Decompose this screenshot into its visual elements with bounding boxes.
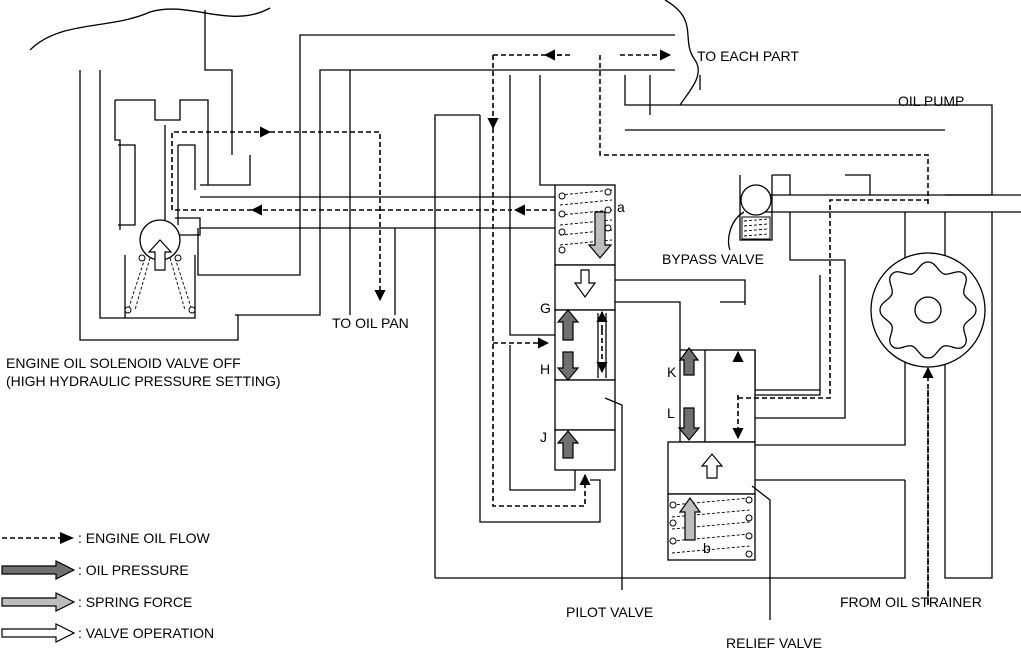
oil-pump [870,252,986,368]
legend-spring-force-text: : SPRING FORCE [78,594,192,610]
legend: : ENGINE OIL FLOW : OIL PRESSURE : SPRIN… [1,530,214,643]
solenoid-valve-assembly [79,70,239,341]
pilot-valve-leader [604,397,623,590]
legend-engine-oil-flow-text: : ENGINE OIL FLOW [78,530,211,546]
relief-valve [667,347,756,561]
to-oil-pan-label: TO OIL PAN [332,315,409,331]
engine-block-outline [29,7,271,51]
bypass-valve [727,175,773,251]
legend-item-valve-operation: : VALVE OPERATION [1,623,214,643]
solenoid-state-label-line2: (HIGH HYDRAULIC PRESSURE SETTING) [6,373,281,389]
from-oil-strainer-label: FROM OIL STRAINER [840,594,982,610]
legend-item-oil-pressure: : OIL PRESSURE [1,560,189,580]
pilot-valve-label: PILOT VALVE [566,604,653,620]
chamber-l-label: L [667,405,675,421]
oil-pump-label: OIL PUMP [898,93,964,109]
spring-b-label: b [703,540,711,556]
relief-valve-leader [751,485,771,620]
chamber-g-label: G [540,300,551,316]
legend-item-engine-oil-flow: : ENGINE OIL FLOW [2,530,211,546]
chamber-h-label: H [540,361,550,377]
pilot-valve [554,184,616,471]
engine-oil-flow [171,49,934,605]
legend-valve-operation-text: : VALVE OPERATION [78,625,214,641]
solenoid-state-label-line1: ENGINE OIL SOLENOID VALVE OFF [6,355,241,371]
legend-oil-pressure-text: : OIL PRESSURE [78,562,189,578]
chamber-j-label: J [540,429,547,445]
legend-item-spring-force: : SPRING FORCE [1,592,192,612]
engine-block-outline-right [664,0,699,106]
relief-valve-label: RELIEF VALVE [726,635,822,651]
bypass-valve-label: BYPASS VALVE [662,251,764,267]
chamber-k-label: K [667,364,677,380]
to-each-part-label: TO EACH PART [697,48,799,64]
oil-channels [197,10,1021,579]
spring-a-label: a [617,199,625,215]
